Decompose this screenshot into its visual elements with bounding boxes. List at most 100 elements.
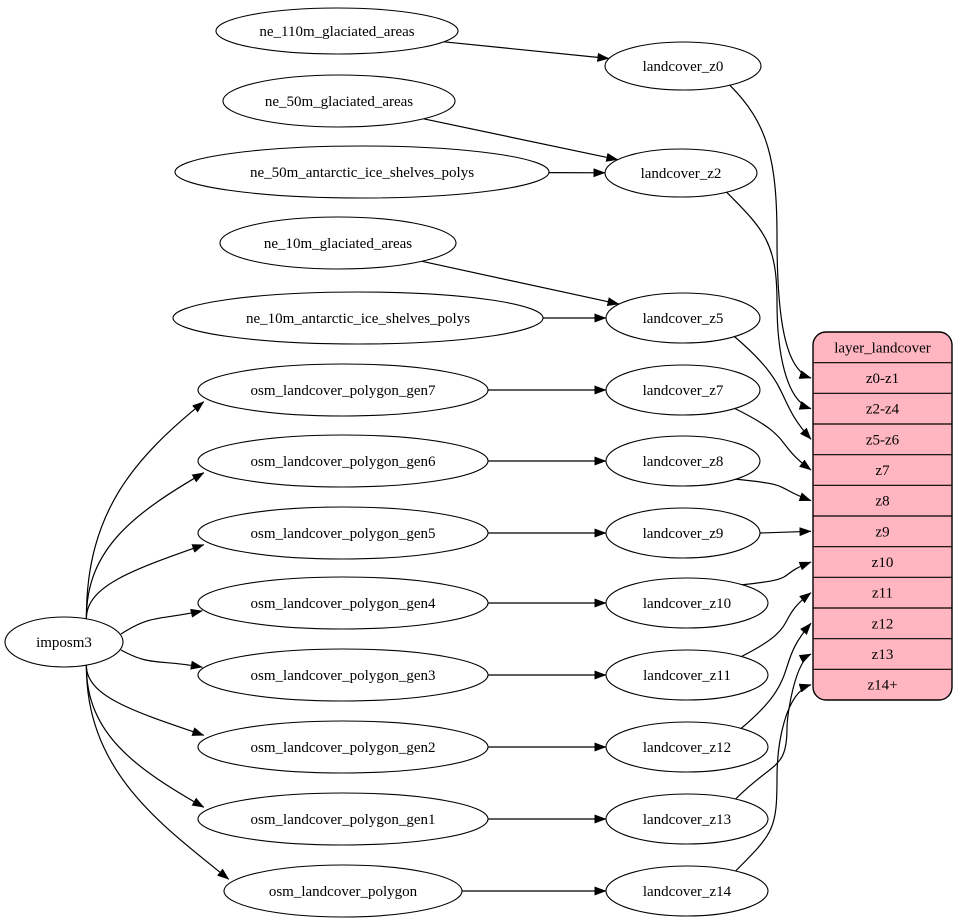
node-ne_50m_antarctic_ice_shelves_polys: ne_50m_antarctic_ice_shelves_polys xyxy=(174,145,550,199)
node-osm_landcover_polygon-label: osm_landcover_polygon xyxy=(269,884,418,900)
edge-landcover_z0-to-row-z0-z1 xyxy=(729,84,812,379)
edge-imposm3-to-osm_landcover_polygon_gen1 xyxy=(85,665,205,808)
node-landcover_z7-label: landcover_z7 xyxy=(643,383,724,399)
table-layer: layer_landcoverz0-z1z2-z4z5-z6z7z8z9z10z… xyxy=(812,331,953,701)
table-row-z13: z13 xyxy=(872,647,894,663)
node-landcover_z2-label: landcover_z2 xyxy=(641,166,722,182)
node-ne_50m_glaciated_areas: ne_50m_glaciated_areas xyxy=(222,74,456,128)
edges-layer xyxy=(85,41,812,896)
node-landcover_z9-label: landcover_z9 xyxy=(643,526,724,542)
edge-imposm3-to-osm_landcover_polygon_gen5 xyxy=(85,544,205,619)
node-osm_landcover_polygon_gen7: osm_landcover_polygon_gen7 xyxy=(197,363,489,417)
node-landcover_z9-shape xyxy=(605,507,761,559)
table-title: layer_landcover xyxy=(834,340,931,356)
node-osm_landcover_polygon_gen2-label: osm_landcover_polygon_gen2 xyxy=(251,740,436,756)
node-landcover_z13: landcover_z13 xyxy=(605,793,769,845)
node-osm_landcover_polygon_gen1-label: osm_landcover_polygon_gen1 xyxy=(251,812,436,828)
node-landcover_z0: landcover_z0 xyxy=(604,41,762,91)
node-imposm3-label: imposm3 xyxy=(36,635,92,651)
node-osm_landcover_polygon_gen6: osm_landcover_polygon_gen6 xyxy=(197,434,489,488)
node-landcover_z11: landcover_z11 xyxy=(605,649,769,701)
node-osm_landcover_polygon_gen7-label: osm_landcover_polygon_gen7 xyxy=(251,383,436,399)
node-landcover_z5: landcover_z5 xyxy=(605,292,761,344)
node-ne_50m_glaciated_areas-label: ne_50m_glaciated_areas xyxy=(265,94,413,110)
node-landcover_z14-shape xyxy=(605,865,769,917)
edge-imposm3-to-osm_landcover_polygon_gen3 xyxy=(120,649,203,670)
node-osm_landcover_polygon_gen3-label: osm_landcover_polygon_gen3 xyxy=(251,668,436,684)
edge-imposm3-to-osm_landcover_polygon xyxy=(85,665,230,880)
node-landcover_z8-shape xyxy=(605,435,761,487)
node-landcover_z0-shape xyxy=(604,41,762,91)
node-ne_50m_antarctic_ice_shelves_polys-label: ne_50m_antarctic_ice_shelves_polys xyxy=(250,165,474,181)
node-landcover_z2: landcover_z2 xyxy=(604,148,758,198)
node-osm_landcover_polygon_gen1-shape xyxy=(197,792,489,846)
node-landcover_z10: landcover_z10 xyxy=(605,577,769,629)
node-landcover_z14: landcover_z14 xyxy=(605,865,769,917)
edge-landcover_z13-to-row-z13 xyxy=(735,653,812,800)
table-row-z2-z4: z2-z4 xyxy=(866,402,900,418)
node-landcover_z13-shape xyxy=(605,793,769,845)
edge-landcover_z5-to-row-z5-z6 xyxy=(733,335,812,440)
node-imposm3: imposm3 xyxy=(4,616,124,668)
node-landcover_z7-shape xyxy=(605,364,761,416)
node-landcover_z9: landcover_z9 xyxy=(605,507,761,559)
node-ne_10m_antarctic_ice_shelves_polys-label: ne_10m_antarctic_ice_shelves_polys xyxy=(246,311,470,327)
node-landcover_z5-label: landcover_z5 xyxy=(643,311,724,327)
table-row-z5-z6: z5-z6 xyxy=(866,432,900,448)
edge-landcover_z11-to-row-z11 xyxy=(740,592,812,658)
table-row-z9: z9 xyxy=(875,524,889,540)
node-osm_landcover_polygon_gen3: osm_landcover_polygon_gen3 xyxy=(197,648,489,702)
node-landcover_z12: landcover_z12 xyxy=(605,721,769,773)
edge-imposm3-to-osm_landcover_polygon_gen6 xyxy=(85,472,205,619)
node-osm_landcover_polygon_gen5-label: osm_landcover_polygon_gen5 xyxy=(251,526,436,542)
table-row-z0-z1: z0-z1 xyxy=(866,371,899,387)
node-osm_landcover_polygon_gen5-shape xyxy=(197,506,489,560)
node-osm_landcover_polygon-shape xyxy=(223,864,463,918)
edge-ne_50m_glaciated_areas-to-landcover_z2 xyxy=(423,118,619,162)
node-imposm3-shape xyxy=(4,616,124,668)
table-row-z8: z8 xyxy=(875,494,889,510)
node-landcover_z8-label: landcover_z8 xyxy=(643,454,724,470)
node-osm_landcover_polygon_gen4-shape xyxy=(197,576,489,630)
node-landcover_z11-shape xyxy=(605,649,769,701)
table-row-z11: z11 xyxy=(872,586,893,602)
node-landcover_z10-shape xyxy=(605,577,769,629)
node-osm_landcover_polygon: osm_landcover_polygon xyxy=(223,864,463,918)
node-landcover_z13-label: landcover_z13 xyxy=(643,812,731,828)
edge-landcover_z2-to-row-z2-z4 xyxy=(726,191,812,410)
node-osm_landcover_polygon_gen7-shape xyxy=(197,363,489,417)
node-landcover_z12-label: landcover_z12 xyxy=(643,740,731,756)
node-ne_10m_antarctic_ice_shelves_polys-shape xyxy=(172,291,544,345)
edge-imposm3-to-osm_landcover_polygon_gen2 xyxy=(85,665,205,736)
node-landcover_z5-shape xyxy=(605,292,761,344)
table-row-z12: z12 xyxy=(872,616,894,632)
node-ne_110m_glaciated_areas-shape xyxy=(215,7,459,55)
edge-landcover_z12-to-row-z12 xyxy=(740,622,812,730)
node-ne_50m_antarctic_ice_shelves_polys-shape xyxy=(174,145,550,199)
node-osm_landcover_polygon_gen6-shape xyxy=(197,434,489,488)
node-osm_landcover_polygon_gen2-shape xyxy=(197,720,489,774)
edge-landcover_z14-to-row-z14+ xyxy=(735,683,812,872)
edge-ne_110m_glaciated_areas-to-landcover_z0 xyxy=(443,41,610,62)
edge-ne_10m_glaciated_areas-to-landcover_z5 xyxy=(421,260,620,307)
node-ne_110m_glaciated_areas-label: ne_110m_glaciated_areas xyxy=(259,24,414,40)
node-landcover_z10-label: landcover_z10 xyxy=(643,596,731,612)
edge-imposm3-to-osm_landcover_polygon_gen4 xyxy=(120,608,203,635)
node-ne_10m_antarctic_ice_shelves_polys: ne_10m_antarctic_ice_shelves_polys xyxy=(172,291,544,345)
node-landcover_z7: landcover_z7 xyxy=(605,364,761,416)
edge-landcover_z10-to-row-z10 xyxy=(740,561,812,586)
edge-landcover_z7-to-row-z7 xyxy=(733,407,812,471)
node-ne_50m_glaciated_areas-shape xyxy=(222,74,456,128)
node-osm_landcover_polygon_gen6-label: osm_landcover_polygon_gen6 xyxy=(251,454,436,470)
node-osm_landcover_polygon_gen4-label: osm_landcover_polygon_gen4 xyxy=(251,596,436,612)
node-osm_landcover_polygon_gen3-shape xyxy=(197,648,489,702)
edge-landcover_z9-to-row-z9 xyxy=(759,527,812,537)
edge-imposm3-to-osm_landcover_polygon_gen7 xyxy=(85,401,205,619)
node-landcover_z8: landcover_z8 xyxy=(605,435,761,487)
node-ne_110m_glaciated_areas: ne_110m_glaciated_areas xyxy=(215,7,459,55)
edge-landcover_z8-to-row-z8 xyxy=(733,478,812,502)
table-row-z14+: z14+ xyxy=(867,678,897,694)
node-osm_landcover_polygon_gen4: osm_landcover_polygon_gen4 xyxy=(197,576,489,630)
node-ne_10m_glaciated_areas-label: ne_10m_glaciated_areas xyxy=(264,236,412,252)
